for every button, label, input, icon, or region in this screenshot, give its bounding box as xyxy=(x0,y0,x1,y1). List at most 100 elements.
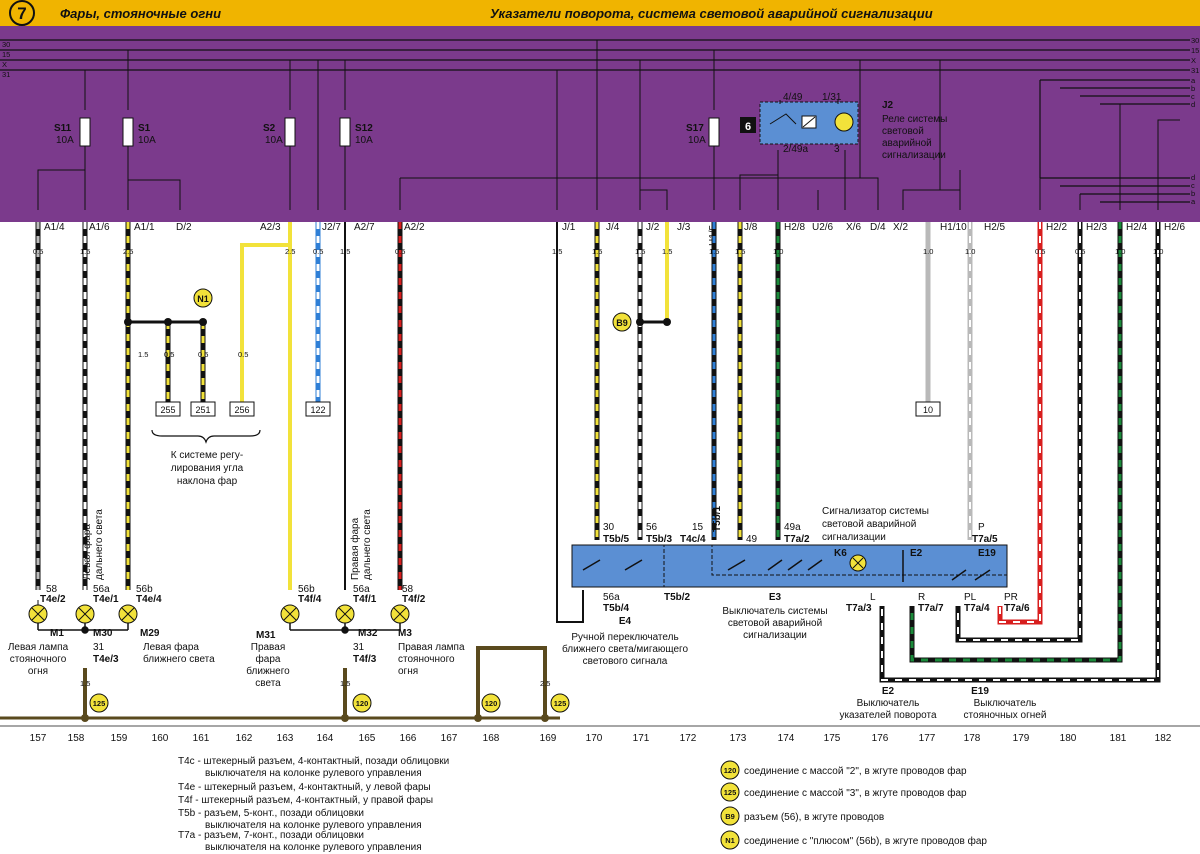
svg-text:сигнализации: сигнализации xyxy=(882,150,946,161)
svg-text:31: 31 xyxy=(353,642,365,653)
svg-text:1.5: 1.5 xyxy=(662,247,672,256)
relay-j2: 6 4/49 1/31 2/49a 3 J2 Реле системы свет… xyxy=(740,92,947,161)
svg-text:56: 56 xyxy=(646,522,658,533)
svg-text:30: 30 xyxy=(603,522,615,533)
svg-text:58: 58 xyxy=(402,584,414,595)
component-e3: E3 Выключатель системы световой аварийно… xyxy=(722,592,827,641)
svg-text:180: 180 xyxy=(1060,733,1077,744)
svg-text:A1/1: A1/1 xyxy=(134,222,155,233)
svg-text:PL: PL xyxy=(964,592,977,603)
svg-text:T4e/1: T4e/1 xyxy=(93,594,119,605)
svg-text:1.5: 1.5 xyxy=(138,350,148,359)
wire-size-labels: 0.5 1.5 2.5 2.5 0.5 1.5 0.5 1.5 1.5 1.5 … xyxy=(33,247,1163,256)
svg-text:светового сигнала: светового сигнала xyxy=(583,656,668,667)
svg-text:158: 158 xyxy=(68,733,85,744)
svg-text:D/2: D/2 xyxy=(176,222,192,233)
svg-text:159: 159 xyxy=(111,733,128,744)
svg-text:световой аварийной: световой аварийной xyxy=(822,519,916,530)
svg-text:30: 30 xyxy=(2,40,10,49)
svg-text:L: L xyxy=(870,592,876,603)
bus-right-labels: 30 15 X 31 a b c d d c b a xyxy=(1191,36,1199,206)
svg-text:T4f/4: T4f/4 xyxy=(298,594,322,605)
svg-text:2.5: 2.5 xyxy=(540,679,550,688)
section-title-left: Фары, стояночные огни xyxy=(60,6,221,21)
ground-badges: 125 1.5 120 1.5 120 125 2.5 xyxy=(80,679,570,713)
svg-text:стояночного: стояночного xyxy=(10,654,67,665)
svg-text:соединение с "плюсом" (56b), в: соединение с "плюсом" (56b), в жгуте про… xyxy=(744,835,987,847)
svg-text:3: 3 xyxy=(834,144,840,155)
svg-text:10A: 10A xyxy=(56,135,74,146)
svg-text:10A: 10A xyxy=(355,135,373,146)
svg-text:J2/7: J2/7 xyxy=(322,222,341,233)
svg-text:PR: PR xyxy=(1004,592,1018,603)
svg-text:T5b/3: T5b/3 xyxy=(646,534,673,545)
svg-text:0.5: 0.5 xyxy=(395,247,405,256)
svg-text:0.5: 0.5 xyxy=(198,350,208,359)
svg-text:T4c/4: T4c/4 xyxy=(680,534,706,545)
component-e2: E2 Выключатель указателей поворота xyxy=(839,686,937,721)
svg-text:X: X xyxy=(1191,56,1196,65)
svg-text:E19: E19 xyxy=(978,548,996,559)
svg-text:M32: M32 xyxy=(358,628,378,639)
svg-text:J/4: J/4 xyxy=(606,222,620,233)
bus-lines xyxy=(0,39,1190,105)
svg-text:10: 10 xyxy=(923,405,933,415)
svg-text:N1: N1 xyxy=(197,294,209,304)
svg-text:56a: 56a xyxy=(353,584,370,595)
svg-text:A2/2: A2/2 xyxy=(404,222,425,233)
svg-text:c: c xyxy=(1191,181,1195,190)
svg-text:T7a/2: T7a/2 xyxy=(784,534,810,545)
svg-text:Сигнализатор системы: Сигнализатор системы xyxy=(822,506,929,517)
svg-text:соединение с массой "3", в жгу: соединение с массой "3", в жгуте проводо… xyxy=(744,787,967,799)
svg-text:T7a/5: T7a/5 xyxy=(972,534,998,545)
svg-text:171: 171 xyxy=(633,733,650,744)
svg-text:сигнализации: сигнализации xyxy=(822,532,886,543)
svg-text:P: P xyxy=(978,522,985,533)
svg-text:a: a xyxy=(1191,76,1196,85)
svg-text:1.5: 1.5 xyxy=(340,679,350,688)
svg-text:1.5: 1.5 xyxy=(592,247,602,256)
signal-desc: Сигнализатор системы световой аварийной … xyxy=(822,506,929,543)
svg-text:0.5: 0.5 xyxy=(33,247,43,256)
svg-text:1.5: 1.5 xyxy=(340,247,350,256)
svg-text:Правая фара: Правая фара xyxy=(349,517,361,580)
svg-text:S11: S11 xyxy=(54,123,72,134)
svg-text:172: 172 xyxy=(680,733,697,744)
svg-text:H2/2: H2/2 xyxy=(1046,222,1068,233)
svg-text:A2/3: A2/3 xyxy=(260,222,281,233)
svg-text:M31: M31 xyxy=(256,630,276,641)
svg-text:N1: N1 xyxy=(725,836,735,845)
svg-text:T5b/1: T5b/1 xyxy=(712,505,723,532)
svg-text:31: 31 xyxy=(93,642,105,653)
svg-text:X/2: X/2 xyxy=(893,222,908,233)
svg-text:1.5: 1.5 xyxy=(80,247,90,256)
svg-text:Левая фара: Левая фара xyxy=(81,524,93,580)
svg-text:Выключатель системы: Выключатель системы xyxy=(722,606,827,617)
svg-text:15: 15 xyxy=(1191,46,1199,55)
svg-text:120: 120 xyxy=(724,766,737,775)
svg-text:E4: E4 xyxy=(619,616,632,627)
svg-text:T4f/2: T4f/2 xyxy=(402,594,426,605)
connector-labels: A1/4 A1/6 A1/1 D/2 A2/3 J2/7 A2/7 A2/2 J… xyxy=(44,222,1186,246)
svg-text:T7a/6: T7a/6 xyxy=(1004,603,1030,614)
svg-text:162: 162 xyxy=(236,733,253,744)
svg-text:174: 174 xyxy=(778,733,795,744)
svg-text:указателей поворота: указателей поворота xyxy=(839,710,937,721)
svg-text:T7a/7: T7a/7 xyxy=(918,603,944,614)
svg-text:125: 125 xyxy=(724,788,737,797)
fuse-s1: S1 10A xyxy=(122,50,156,210)
svg-text:1.0: 1.0 xyxy=(1115,247,1125,256)
svg-text:M30: M30 xyxy=(93,628,113,639)
svg-text:стояночных огней: стояночных огней xyxy=(964,710,1047,721)
svg-text:49: 49 xyxy=(746,534,758,545)
svg-text:Реле системы: Реле системы xyxy=(882,114,947,125)
relay-box-number xyxy=(740,117,756,133)
lamp-m31: 56b T4f/4 M31 Правая фара ближнего света xyxy=(246,584,322,689)
internal-wiring xyxy=(37,40,1180,210)
svg-text:T4e/3: T4e/3 xyxy=(93,654,119,665)
svg-text:6: 6 xyxy=(745,121,751,133)
svg-text:E2: E2 xyxy=(882,686,895,697)
svg-text:163: 163 xyxy=(277,733,294,744)
svg-text:d: d xyxy=(1191,173,1195,182)
svg-text:2.5: 2.5 xyxy=(285,247,295,256)
